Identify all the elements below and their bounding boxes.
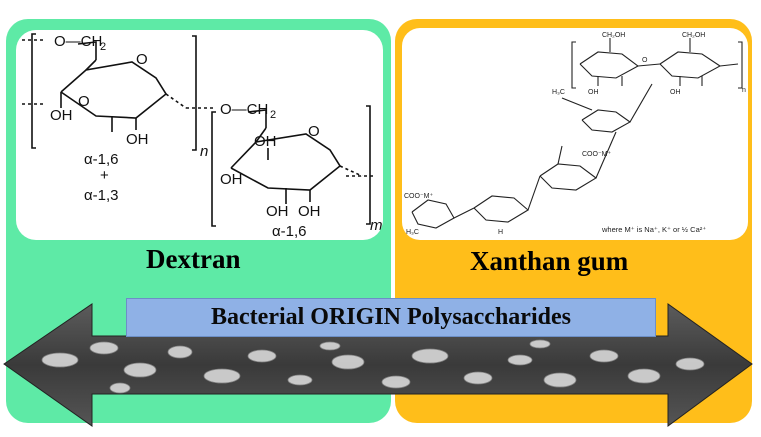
xanthan-h3c-left: H₃C — [406, 229, 419, 236]
ring1-oh-left: OH — [50, 107, 73, 124]
ring2-oh-top: OH — [254, 133, 277, 150]
ring1-oh-bottom: OH — [126, 131, 149, 148]
ring2-linkage: α-1,6 — [272, 223, 307, 240]
xanthan-structure-card: CH₂OH CH₂OH OH OH O n H₃C COO⁻M⁺ COO⁻M⁺ … — [402, 28, 748, 240]
xanthan-oh-2: OH — [670, 89, 681, 96]
ring1-linkage-a: α-1,6 — [84, 151, 119, 168]
xanthan-h: H — [498, 229, 503, 236]
double-arrow — [3, 303, 753, 427]
xanthan-title: Xanthan gum — [470, 246, 629, 276]
xanthan-coo-m: COO⁻M⁺ — [582, 151, 611, 158]
banner: Bacterial ORIGIN Polysaccharides — [126, 298, 656, 337]
ring1-linkage-b: α-1,3 — [84, 187, 119, 204]
xanthan-o-link: O — [642, 57, 648, 64]
xanthan-ch2oh-b: CH₂OH — [682, 32, 705, 39]
ring2-top-group: O—CH — [220, 101, 268, 118]
xanthan-ch2oh-a: CH₂OH — [602, 32, 625, 39]
ring1-repeat: n — [200, 143, 208, 160]
xanthan-structure: CH₂OH CH₂OH OH OH O n H₃C COO⁻M⁺ COO⁻M⁺ … — [404, 32, 746, 236]
ring2-ring-o: O — [308, 123, 320, 140]
ring2-oh-left: OH — [220, 171, 243, 188]
ring1-plus: + — [100, 167, 109, 184]
ring1-o-mid: O — [78, 93, 90, 110]
xanthan-acetyl: H₃C — [552, 89, 565, 96]
ring1-top-sub: 2 — [100, 41, 106, 53]
ring2-oh-bottom: OH — [266, 203, 289, 220]
dextran-title: Dextran — [146, 244, 241, 274]
ring2-top-sub: 2 — [270, 109, 276, 121]
xanthan-n: n — [742, 87, 746, 94]
xanthan-coo-m-left: COO⁻M⁺ — [404, 193, 433, 200]
ring2-repeat: m — [370, 217, 383, 234]
ring1-top-group: O—CH — [54, 33, 102, 50]
xanthan-note: where M⁺ is Na⁺, K⁺ or ½ Ca²⁺ — [601, 225, 706, 234]
xanthan-oh-1: OH — [588, 89, 599, 96]
ring1-ring-o: O — [136, 51, 148, 68]
dextran-structure-card: O—CH 2 O OH O OH n α-1,6 + α-1,3 O—CH 2 … — [16, 30, 383, 240]
ring2-oh-right: OH — [298, 203, 321, 220]
dextran-structure: O—CH 2 O OH O OH n α-1,6 + α-1,3 O—CH 2 … — [22, 33, 383, 240]
